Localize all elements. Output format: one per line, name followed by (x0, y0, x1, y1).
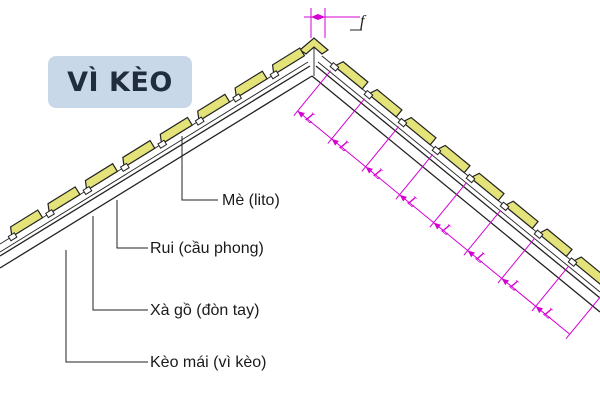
spacing-label: L (539, 304, 556, 322)
roof-tiles (7, 47, 600, 285)
spacing-extension-line (293, 70, 331, 116)
spacing-extension-line (361, 126, 399, 172)
truss-left-bottom (0, 75, 313, 269)
spacing-extension-line (531, 265, 570, 312)
roof-tile (571, 256, 600, 285)
spacing-arrow (433, 222, 441, 230)
spacing-dim-line (535, 305, 571, 335)
batten-block (329, 61, 340, 72)
batten-block (533, 229, 544, 240)
spacing-dim-line (331, 138, 366, 168)
spacing-dim-line (501, 278, 537, 307)
batten-block (194, 116, 205, 126)
roof-tile (234, 70, 268, 99)
roof-tile (197, 93, 231, 122)
spacing-arrow (331, 138, 339, 146)
spacing-label: L (335, 137, 352, 155)
batten-block (269, 70, 280, 80)
roof-tile (84, 162, 119, 192)
spacing-label: L (505, 276, 522, 294)
truss-left-top (0, 65, 311, 257)
spacing-extension-line (497, 237, 536, 284)
batten-block (363, 89, 374, 100)
spacing-label: L (369, 165, 386, 183)
spacing-dim-line (297, 110, 332, 140)
label-me: Mè (lito) (222, 192, 280, 209)
title-badge: VÌ KÈO (48, 56, 192, 108)
spacing-extension-line (565, 296, 600, 340)
roof-tile (401, 116, 437, 146)
spacing-label: L (471, 249, 488, 267)
page-title: VÌ KÈO (67, 66, 173, 98)
label-leaders (65, 136, 218, 363)
batten-block (119, 162, 130, 173)
spacing-arrow (501, 278, 510, 286)
spacing-arrow (535, 306, 544, 314)
truss-right-top (315, 65, 600, 299)
spacing-arrow (399, 194, 407, 202)
roof-tile (9, 209, 44, 238)
rafter-right (317, 61, 600, 293)
batten-block (45, 209, 55, 219)
spacing-label: L (301, 109, 318, 127)
spacing-arrow (297, 110, 305, 118)
truss-right-bottom (311, 75, 600, 313)
leader-me (181, 136, 218, 201)
roof-tile (435, 144, 471, 174)
offset-arrow-left (311, 14, 318, 20)
label-xago: Xà gồ (đòn tay) (150, 302, 259, 319)
leader-xago (92, 216, 148, 311)
roof-tile (503, 200, 539, 230)
roof-tile (469, 172, 505, 202)
spacing-label: L (403, 193, 420, 211)
offset-dimension: f (304, 8, 367, 38)
roof-tile (537, 228, 573, 258)
batten-block (567, 257, 578, 268)
roof-tile (122, 139, 156, 169)
spacing-arrow (365, 166, 373, 174)
offset-arrow-right (318, 14, 325, 20)
batten-block (82, 185, 93, 196)
rafter-left (0, 61, 309, 253)
spacing-arrow (467, 250, 476, 258)
roof-tile (333, 61, 369, 90)
ridge-cap (299, 37, 329, 55)
roof-tile (159, 116, 194, 146)
batten-block (232, 93, 243, 103)
spacing-extension-line (395, 154, 434, 200)
spacing-dim-line (365, 166, 400, 196)
spacing-dim-line (399, 194, 434, 223)
spacing-dim-line (467, 250, 503, 279)
spacing-extension-line (463, 209, 502, 256)
batten-block (157, 139, 168, 149)
batten-block (431, 145, 442, 156)
batten-block (499, 201, 510, 212)
spacing-label: L (437, 221, 454, 239)
batten-block (397, 117, 408, 128)
spacing-dim-line (433, 222, 469, 251)
spacing-extension-line (429, 182, 468, 228)
batten-block (465, 173, 476, 184)
label-rui: Rui (cầu phong) (150, 240, 264, 257)
leader-rui (116, 200, 148, 249)
offset-label: f (360, 13, 367, 30)
roof-tile (367, 88, 403, 118)
leader-keomai (65, 250, 148, 363)
batten-block (7, 232, 18, 242)
roof-tile (47, 186, 81, 215)
roof-tile (271, 47, 306, 76)
spacing-extension-line (327, 98, 365, 144)
label-keomai: Kèo mái (vì kèo) (150, 354, 266, 371)
